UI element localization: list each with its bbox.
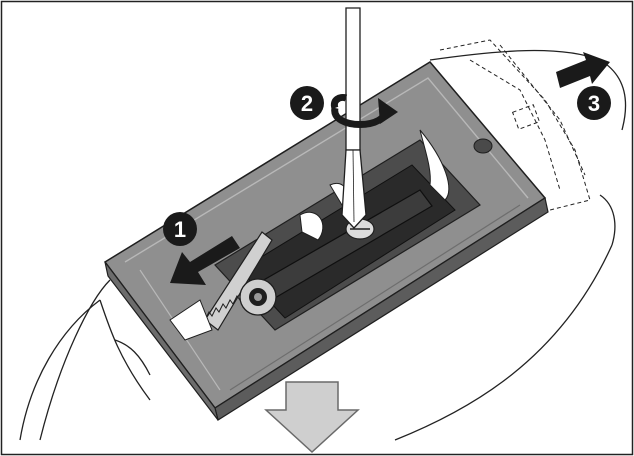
step-2-callout: 2 (290, 86, 324, 120)
step-1-callout: 1 (163, 212, 197, 246)
down-arrow-icon (264, 381, 360, 454)
step-3-callout: 3 (577, 86, 611, 120)
step-1-number: 1 (174, 217, 186, 242)
slide-ghost-outline (439, 39, 591, 211)
step-3-number: 3 (588, 91, 600, 116)
blade-holder (169, 231, 277, 341)
mechanism-recess (214, 129, 481, 331)
push-arrow-icon (170, 236, 240, 285)
step-2-number: 2 (301, 91, 313, 116)
rotate-arrow-icon (330, 94, 398, 128)
screwdriver (341, 7, 367, 229)
slide-arrow-icon (556, 52, 610, 88)
